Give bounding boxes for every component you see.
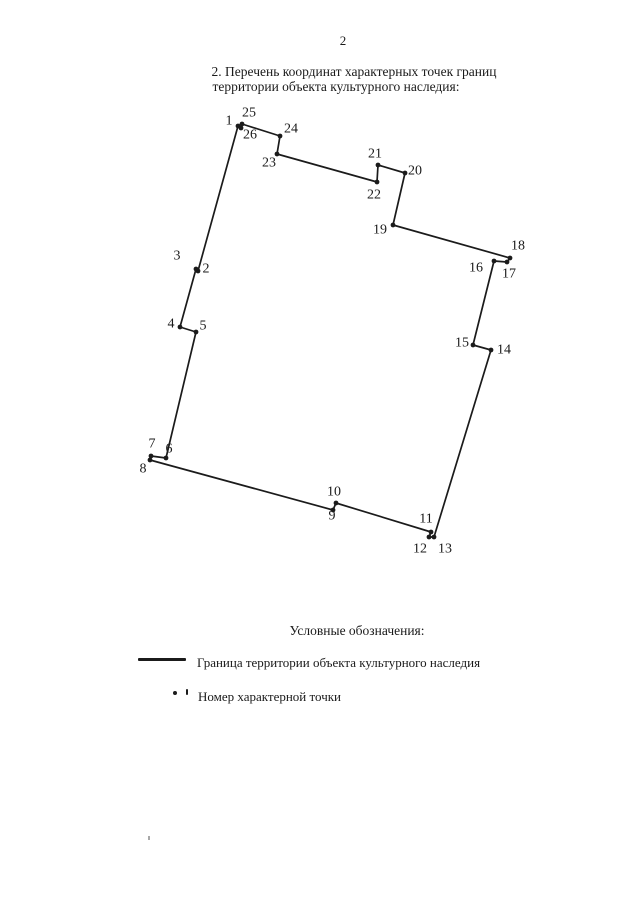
legend-label-point: Номер характерной точки: [198, 689, 341, 704]
vertex-point-15: [470, 342, 476, 348]
vertex-point-22: [374, 179, 380, 185]
vertex-label-4: 4: [168, 317, 175, 332]
vertex-label-3: 3: [174, 249, 181, 264]
vertex-label-6: 6: [166, 442, 173, 457]
vertex-point-10: [333, 500, 339, 506]
vertex-point-14: [488, 347, 494, 353]
vertex-point-26: [238, 125, 244, 131]
vertex-point-21: [375, 162, 381, 168]
vertex-point-25: [239, 121, 245, 127]
boundary-line-swatch: [138, 658, 186, 661]
vertex-point-11: [428, 529, 434, 535]
vertex-point-20: [402, 170, 408, 176]
vertex-label-19: 19: [373, 223, 387, 238]
vertex-label-13: 13: [438, 542, 452, 557]
section-title-line2: территории объекта культурного наследия:: [212, 79, 460, 94]
vertex-point-7: [148, 453, 154, 459]
vertex-point-12: [426, 534, 432, 540]
vertex-label-25: 25: [242, 106, 256, 121]
vertex-label-8: 8: [140, 462, 147, 477]
vertex-label-2: 2: [203, 262, 210, 277]
vertex-label-15: 15: [455, 336, 469, 351]
vertex-point-6: [163, 455, 169, 461]
vertex-point-17: [504, 259, 510, 265]
vertex-label-20: 20: [408, 164, 422, 179]
section-title-line1: 2. Перечень координат характерных точек …: [211, 64, 497, 79]
vertex-label-21: 21: [368, 147, 382, 162]
vertex-label-26: 26: [243, 128, 257, 143]
vertex-label-14: 14: [497, 343, 511, 358]
vertex-label-18: 18: [511, 239, 525, 254]
vertex-point-19: [390, 222, 396, 228]
point-marker-dot-icon: [173, 691, 177, 695]
vertex-label-7: 7: [149, 437, 156, 452]
vertex-label-17: 17: [502, 267, 516, 282]
vertex-point-8: [147, 457, 153, 463]
vertex-label-11: 11: [419, 512, 432, 527]
legend-heading: Условные обозначения:: [289, 623, 425, 638]
page-number: 2: [339, 33, 347, 48]
vertex-point-5: [193, 329, 199, 335]
vertex-label-16: 16: [469, 261, 483, 276]
vertex-label-9: 9: [329, 509, 336, 524]
vertex-label-5: 5: [200, 319, 207, 334]
vertex-label-24: 24: [284, 122, 298, 137]
vertex-point-3: [193, 266, 199, 272]
vertex-label-23: 23: [262, 156, 276, 171]
vertex-point-18: [507, 255, 513, 261]
vertex-label-12: 12: [413, 542, 427, 557]
vertex-point-24: [277, 133, 283, 139]
vertex-label-22: 22: [367, 188, 381, 203]
vertex-point-23: [274, 151, 280, 157]
scan-speck: [148, 836, 150, 840]
point-marker-tick-icon: [186, 689, 188, 695]
vertex-label-1: 1: [226, 114, 233, 129]
legend-label-boundary: Граница территории объекта культурного н…: [197, 655, 481, 670]
vertex-point-4: [177, 324, 183, 330]
vertex-point-9: [330, 507, 336, 513]
vertex-point-13: [431, 534, 437, 540]
vertex-label-10: 10: [327, 485, 341, 500]
vertex-point-16: [491, 258, 497, 264]
